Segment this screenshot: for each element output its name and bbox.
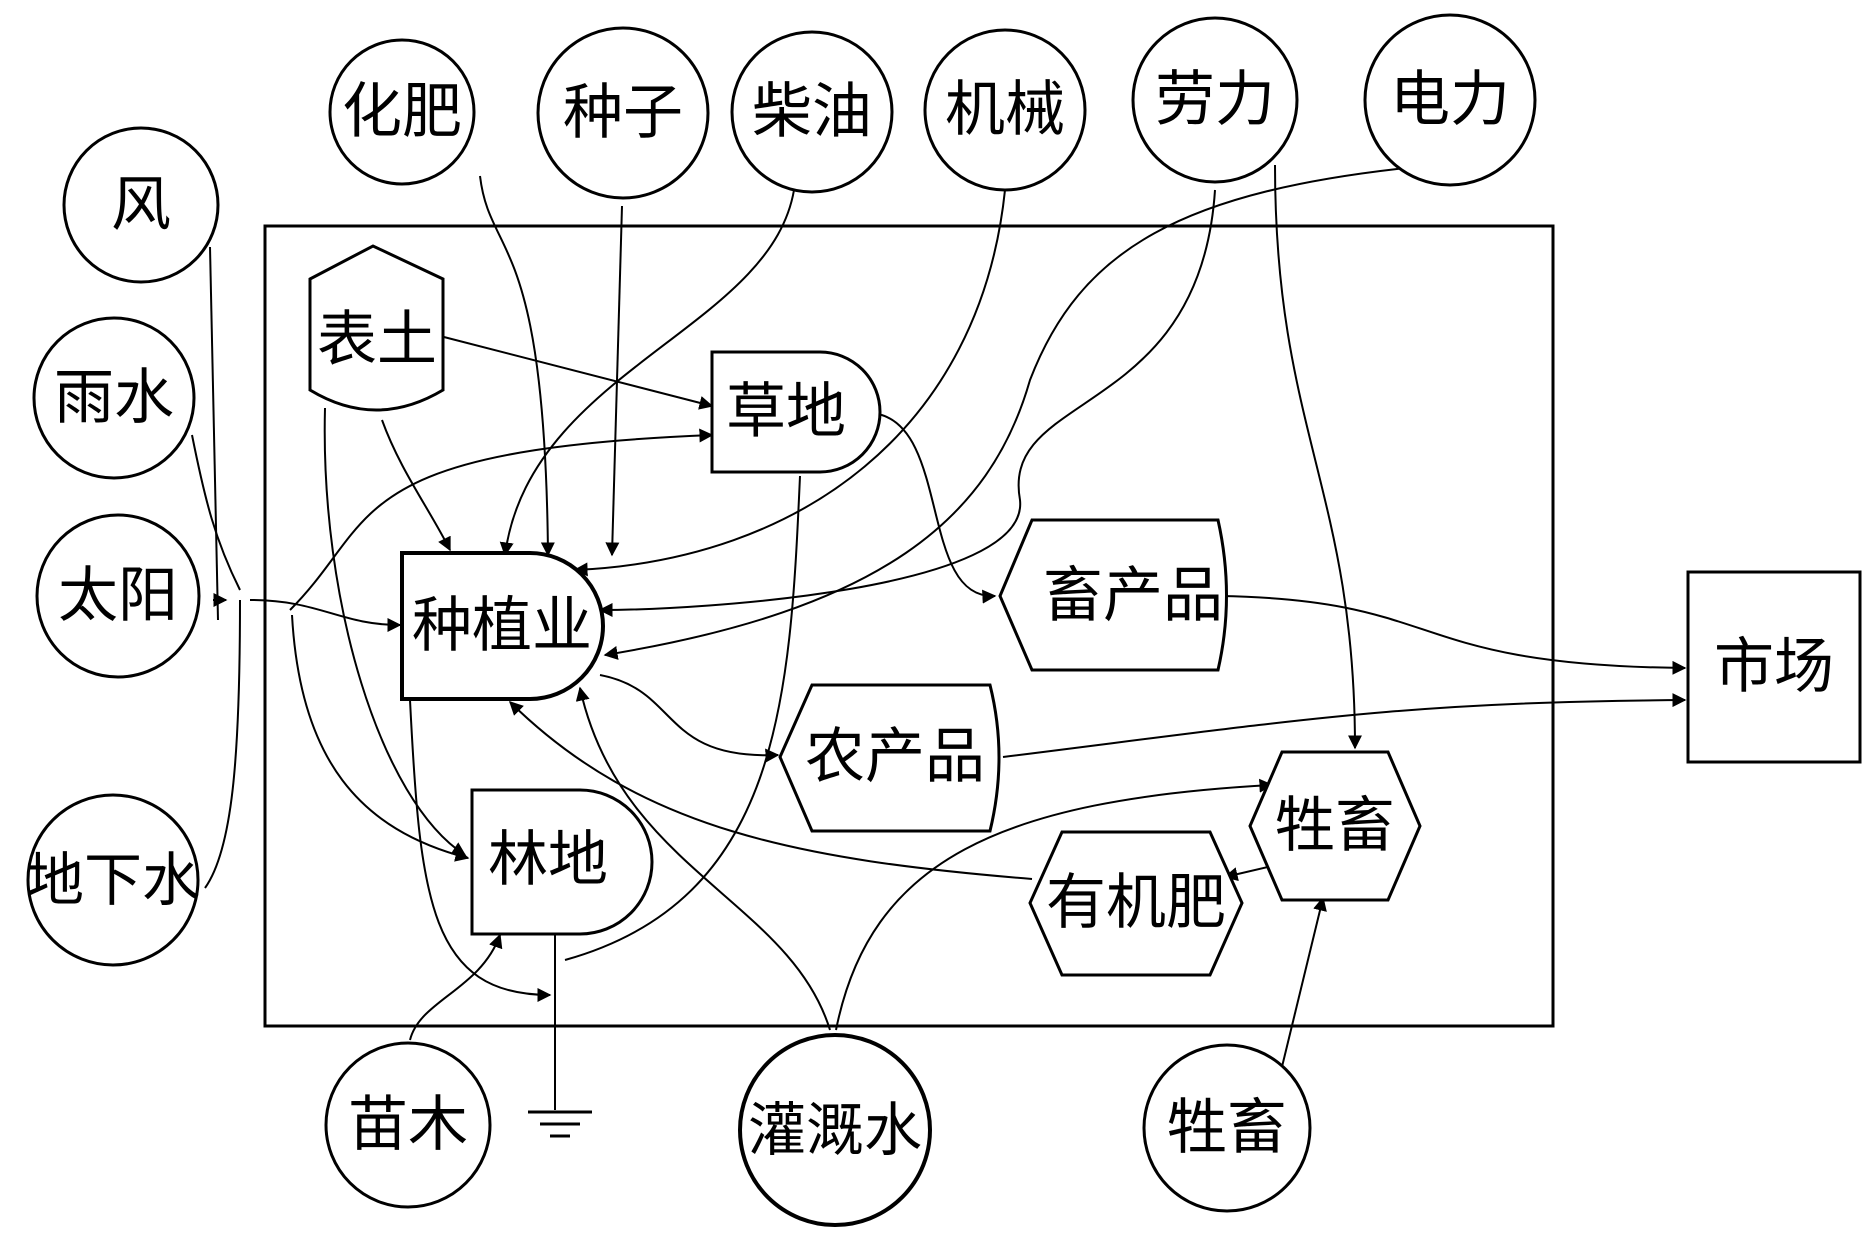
market-box: 市场: [1686, 570, 1862, 764]
component-livestock-products: 畜产品: [998, 518, 1228, 672]
flow-livestock-products-to-market: [1219, 595, 1687, 675]
svg-text:电力: 电力: [1390, 65, 1510, 135]
component-grassland: 草地: [710, 350, 882, 474]
flow-diesel-to-crop: [499, 189, 795, 557]
source-diesel: 柴油: [730, 30, 894, 194]
flow-machinery-to-crop: [573, 189, 1006, 577]
svg-text:畜产品: 畜产品: [1043, 561, 1223, 631]
flow-grassland-to-loss: [564, 475, 801, 961]
flow-crop-to-grassland: [289, 428, 714, 611]
source-seedlings: 苗木: [324, 1041, 492, 1209]
svg-text:化肥: 化肥: [342, 77, 462, 147]
svg-text:市场: 市场: [1714, 632, 1834, 702]
flow-livestock-to-organic-fert: [1223, 865, 1273, 881]
source-electricity: 电力: [1363, 13, 1537, 187]
flow-lines: [191, 164, 1687, 1110]
svg-text:苗木: 苗木: [348, 1090, 468, 1160]
svg-text:劳力: 劳力: [1155, 65, 1275, 135]
svg-text:太阳: 太阳: [58, 561, 178, 631]
component-livestock: 牲畜: [1248, 750, 1422, 902]
svg-text:农产品: 农产品: [805, 722, 985, 792]
flow-crop-to-sink: [409, 699, 552, 1002]
component-topsoil: 表土: [308, 244, 445, 412]
svg-text:表土: 表土: [317, 305, 437, 375]
flow-fertilizer-to-crop: [479, 175, 555, 557]
svg-text:地下水: 地下水: [26, 846, 200, 914]
source-rain: 雨水: [32, 316, 196, 480]
svg-text:有机肥: 有机肥: [1046, 868, 1226, 938]
flow-labor-to-livestock: [1274, 164, 1362, 750]
flow-wind: [209, 246, 219, 621]
source-sun: 太阳: [35, 513, 201, 679]
flow-topsoil-to-forest: [323, 407, 467, 856]
svg-text:牲畜: 牲畜: [1275, 791, 1395, 861]
flow-organic-fert-to-crop: [509, 701, 1033, 880]
svg-text:风: 风: [111, 170, 171, 240]
flow-crop-to-agri-products: [599, 674, 780, 763]
component-crop-farming: 种植业: [400, 551, 605, 701]
flow-agri-products-to-market: [1002, 693, 1687, 758]
flow-electricity-to-crop: [603, 165, 1426, 660]
source-wind: 风: [62, 126, 220, 284]
svg-text:种子: 种子: [563, 78, 683, 148]
flow-groundwater: [204, 599, 241, 889]
flow-labor-to-crop: [598, 189, 1216, 617]
svg-text:种植业: 种植业: [412, 591, 592, 661]
flow-grassland-to-livestock-products: [877, 413, 997, 604]
flow-sun-to-crop: [249, 599, 402, 632]
source-machinery: 机械: [923, 28, 1087, 192]
svg-text:草地: 草地: [726, 377, 846, 447]
component-organic-fertilizer: 有机肥: [1028, 830, 1244, 977]
source-irrigation-water: 灌溉水: [738, 1033, 932, 1227]
svg-text:柴油: 柴油: [752, 77, 872, 147]
source-livestock-input: 牲畜: [1142, 1043, 1312, 1213]
flow-seedlings-to-forest: [409, 933, 503, 1041]
svg-text:林地: 林地: [488, 825, 608, 895]
flow-livestock-input-to-livestock: [1279, 896, 1327, 1076]
flow-crop-to-forest: [291, 614, 470, 862]
source-fertilizer: 化肥: [328, 38, 476, 186]
component-agricultural-products: 农产品: [778, 683, 1001, 833]
svg-text:灌溉水: 灌溉水: [748, 1096, 922, 1164]
svg-text:牲畜: 牲畜: [1167, 1093, 1287, 1163]
svg-text:机械: 机械: [945, 75, 1065, 145]
flow-topsoil-to-grassland: [439, 335, 714, 410]
source-groundwater: 地下水: [26, 793, 200, 967]
component-forest-land: 林地: [470, 788, 654, 936]
svg-text:雨水: 雨水: [54, 363, 174, 433]
flow-irrigation-to-crop: [575, 686, 831, 1031]
system-boundary: [263, 224, 1555, 1028]
flow-topsoil-to-crop: [381, 419, 451, 552]
source-seeds: 种子: [536, 26, 710, 200]
source-labor: 劳力: [1131, 16, 1299, 184]
flow-rain: [191, 434, 241, 591]
flow-irrigation-to-livestock: [835, 778, 1274, 1031]
heat-sink-icon: [528, 1110, 592, 1138]
